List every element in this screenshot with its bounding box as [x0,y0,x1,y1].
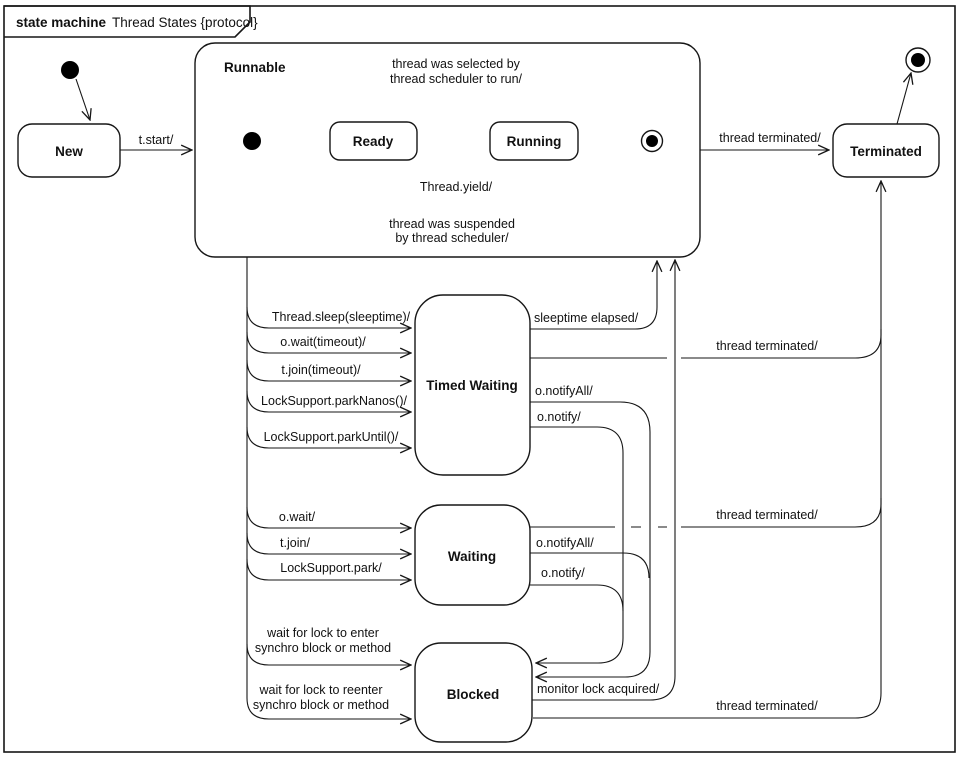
label-w-notifyall: o.notifyAll/ [536,536,594,550]
transitions [75,73,911,719]
frame-title-tab [4,5,251,38]
state-ready-label: Ready [353,134,394,149]
label-o-wait: o.wait/ [279,510,316,524]
transition-runnable-to-timedwaiting-parknanos [246,390,411,412]
label-reenter-line2: synchro block or method [253,698,389,712]
label-selected-line1: thread was selected by [392,57,521,71]
transition-runnable-to-timedwaiting-join-timeout [246,359,411,381]
transition-timedwaiting-to-runnable-sleeptime [530,261,657,330]
transition-waiting-notify-merge [530,584,624,612]
state-waiting-label: Waiting [448,549,496,564]
transition-waiting-notifyall-merge [530,552,650,579]
state-timed-waiting [414,294,531,476]
transition-timedwaiting-terminated [530,329,882,359]
label-t-start: t.start/ [139,133,174,147]
label-sleeptime-elapsed: sleeptime elapsed/ [534,311,639,325]
state-ready [329,121,418,161]
state-new-label: New [55,144,83,159]
transition-runnable-to-waiting-owait [246,506,411,528]
state-runnable [194,42,701,258]
state-running-label: Running [507,134,562,149]
frame-title-name: Thread States {protocol} [112,15,258,30]
runnable-final-state-inner [646,135,658,147]
runnable-initial-dot [243,132,261,150]
transition-runnable-to-blocked-enter [246,643,411,665]
label-park-nanos: LockSupport.parkNanos()/ [261,394,407,408]
transition-blocked-terminated-to-terminated [533,181,881,719]
label-suspended-line2: by thread scheduler/ [395,231,509,245]
state-waiting [414,504,531,606]
transition-blocked-to-runnable-monitor [532,260,675,701]
label-reenter-line1: wait for lock to reenter [259,683,383,697]
label-term-timed-waiting: thread terminated/ [716,339,818,353]
state-runnable-label: Runnable [224,60,286,75]
label-o-wait-timeout: o.wait(timeout)/ [280,335,366,349]
label-t-join-timeout: t.join(timeout)/ [281,363,361,377]
label-enter-line2: synchro block or method [255,641,391,655]
transition-runnable-to-timedwaiting-parkuntil [246,426,411,448]
state-blocked-label: Blocked [447,687,500,702]
label-enter-line1: wait for lock to enter [266,626,379,640]
state-terminated [832,123,940,178]
initial-state-dot [61,61,79,79]
label-term-blocked: thread terminated/ [716,699,818,713]
transition-runnable-to-blocked-reenter [246,257,411,719]
label-selected-line2: thread scheduler to run/ [390,72,523,86]
transition-initial-to-new [75,78,90,120]
transition-runnable-to-waiting-tjoin [246,532,411,554]
state-running [489,121,579,161]
label-thread-yield: Thread.yield/ [420,180,493,194]
state-blocked [414,642,533,743]
transition-runnable-to-timedwaiting-sleep [246,306,411,328]
state-terminated-label: Terminated [850,144,922,159]
transition-labels: t.start/ thread was selected by thread s… [139,57,822,713]
transition-timedwaiting-notifyall-to-blocked [530,401,651,677]
diagram-frame [3,5,956,753]
label-tw-notify: o.notify/ [537,410,581,424]
label-suspended-line1: thread was suspended [389,217,515,231]
state-timed-waiting-label: Timed Waiting [426,378,518,393]
transition-waiting-terminated [530,498,882,528]
label-lock-support-park: LockSupport.park/ [280,561,382,575]
label-park-until: LockSupport.parkUntil()/ [264,430,399,444]
label-w-notify: o.notify/ [541,566,585,580]
label-term-waiting: thread terminated/ [716,508,818,522]
final-state-inner [911,53,925,67]
frame-title-keyword: state machine [16,15,107,30]
label-term-runnable: thread terminated/ [719,131,821,145]
state-new [17,123,121,178]
transition-runnable-to-timedwaiting-wait-timeout [246,331,411,353]
label-monitor-lock: monitor lock acquired/ [537,682,660,696]
label-tw-notifyall: o.notifyAll/ [535,384,593,398]
label-thread-sleep: Thread.sleep(sleeptime)/ [272,310,411,324]
label-t-join: t.join/ [280,536,310,550]
transition-terminated-to-final [896,73,911,125]
transition-timedwaiting-notify-to-blocked [530,426,624,663]
transition-runnable-to-waiting-park [246,558,411,580]
